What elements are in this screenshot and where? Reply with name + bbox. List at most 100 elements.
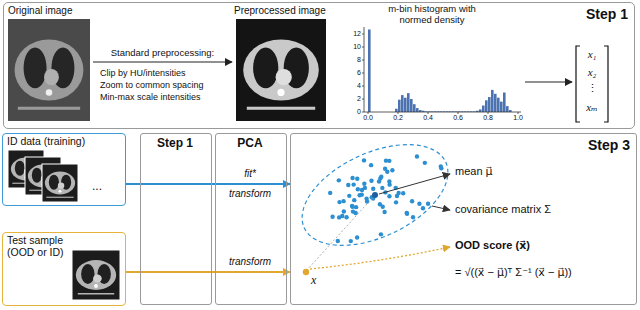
axis-tick-label: 0.4 xyxy=(423,114,433,122)
ct-background xyxy=(236,19,326,121)
id-sample-dot xyxy=(423,161,427,165)
ct-body xyxy=(45,172,75,195)
histogram-bar xyxy=(491,90,494,112)
step-title: Step 3 xyxy=(588,137,630,153)
histogram-panel: m-bin histogram with normed density xyxy=(345,4,525,127)
id-sample-dot xyxy=(371,186,375,190)
ct-lung xyxy=(24,48,47,89)
ct-lung xyxy=(49,175,59,190)
leader-arrow xyxy=(432,206,450,210)
ct-lung xyxy=(32,168,42,183)
ct-lung xyxy=(81,264,94,284)
ct-table xyxy=(46,197,73,198)
feature-vector: x₁x₂⋮xₘ xyxy=(572,45,615,123)
tick-mark xyxy=(428,112,429,114)
data-box: Test sample (OOD or ID) xyxy=(2,232,126,306)
id-sample-dot xyxy=(405,211,409,215)
histogram-bar xyxy=(401,95,404,112)
ct-table xyxy=(247,107,315,110)
histogram-bar xyxy=(407,93,410,112)
step-title: Step 1 xyxy=(586,6,628,22)
vector-ellipsis: ⋮ xyxy=(572,82,612,95)
mean-dot xyxy=(372,192,378,198)
id-sample-dot xyxy=(356,187,360,191)
ellipsis-mark: ... xyxy=(92,180,102,194)
tick-mark xyxy=(362,60,364,61)
ct-body xyxy=(15,39,84,100)
id-sample-dot xyxy=(328,191,332,195)
ct-spine xyxy=(59,190,62,193)
tick-mark xyxy=(362,47,364,48)
histogram-bar xyxy=(503,93,506,113)
id-sample-dot xyxy=(355,235,359,239)
id-sample-dot xyxy=(417,202,421,206)
id-sample-dot xyxy=(350,204,354,208)
axis-tick-label: 0.2 xyxy=(393,114,403,122)
step-note: Min-max scale intensities xyxy=(100,92,201,102)
id-sample-dot xyxy=(349,239,353,243)
axis-line xyxy=(364,112,521,113)
ct-lung xyxy=(15,161,25,176)
ct-thumbnail xyxy=(42,164,78,202)
box-title: Test sample (OOD or ID) xyxy=(7,234,85,258)
histogram-bar xyxy=(488,97,491,112)
axis-tick-label: 1.0 xyxy=(513,114,523,122)
id-sample-dot xyxy=(337,178,341,182)
connector-arrow xyxy=(126,183,290,185)
id-sample-dot xyxy=(352,198,356,202)
histogram-bar xyxy=(494,94,497,112)
axis-tick-label: 10 xyxy=(353,43,361,51)
id-sample-dot xyxy=(395,194,399,198)
axis-tick-label: 6 xyxy=(357,69,361,77)
id-sample-dot xyxy=(369,163,373,167)
id-sample-dot xyxy=(394,200,398,204)
axis-tick-label: 2 xyxy=(357,95,361,103)
vector-bracket xyxy=(604,46,608,122)
id-sample-dot xyxy=(342,209,346,213)
histogram-bar xyxy=(368,29,371,112)
ct-background xyxy=(72,250,120,300)
operation-label: transform xyxy=(216,256,284,268)
step-panel: Step 1Original imagePreprocessed imagem-… xyxy=(3,2,635,129)
id-sample-dot xyxy=(357,193,361,197)
id-sample-dot xyxy=(381,205,385,209)
id-sample-dot xyxy=(354,205,358,209)
ct-table xyxy=(78,293,114,295)
ct-heart xyxy=(93,275,102,283)
tick-mark xyxy=(362,112,364,113)
image-title: Original image xyxy=(8,5,72,17)
histogram-bar xyxy=(404,98,407,112)
leader-arrow xyxy=(379,174,450,194)
vector-entry: xₘ xyxy=(572,101,612,114)
operation-label: fit* xyxy=(216,168,284,180)
callout-label: mean μ⃗ xyxy=(455,165,493,178)
ct-heart xyxy=(44,69,59,85)
id-sample-dot xyxy=(426,202,430,206)
id-sample-dot xyxy=(401,191,405,195)
id-sample-dot xyxy=(351,182,355,186)
id-sample-dot xyxy=(390,168,394,172)
data-box: ID data (training) xyxy=(2,133,126,206)
id-sample-dot xyxy=(344,215,348,219)
step-note: Clip by HU/intensities xyxy=(100,68,186,78)
tick-mark xyxy=(362,34,364,35)
id-sample-dot xyxy=(347,194,351,198)
id-sample-dot xyxy=(421,206,425,210)
histogram xyxy=(362,27,521,114)
id-sample-dot xyxy=(369,179,373,183)
axis-tick-label: 0 xyxy=(357,108,361,116)
ct-lung xyxy=(253,48,278,89)
ct-image xyxy=(8,19,90,121)
tick-mark xyxy=(368,112,369,114)
chart-title: m-bin histogram with normed density xyxy=(387,4,477,26)
tick-mark xyxy=(488,112,489,114)
id-sample-dot xyxy=(405,212,409,216)
id-sample-dot xyxy=(363,186,367,190)
id-sample-dot xyxy=(382,210,386,214)
test-sample-dot xyxy=(303,269,309,275)
id-sample-dot xyxy=(387,194,391,198)
id-sample-dot xyxy=(411,215,415,219)
ct-table xyxy=(18,107,80,110)
